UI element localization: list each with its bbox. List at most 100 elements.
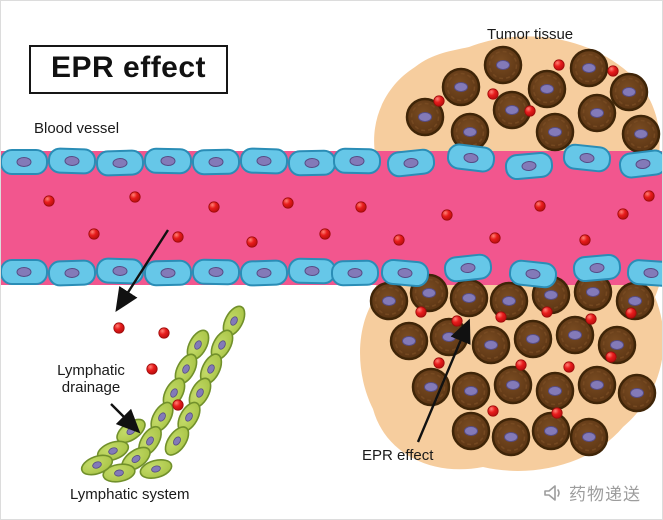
endothelial-cell (47, 147, 97, 175)
tumor-cell (492, 90, 532, 130)
tumor-cell (535, 371, 575, 411)
drug-nanoparticle (487, 88, 499, 100)
watermark-icon (544, 484, 560, 501)
drug-nanoparticle (433, 95, 445, 107)
tumor-cell (493, 365, 533, 405)
drug-nanoparticle (158, 327, 170, 339)
tumor-cell (577, 93, 617, 133)
endothelial-cell (572, 253, 622, 283)
drug-nanoparticle (208, 201, 220, 213)
lymph-cell (164, 426, 190, 456)
endothelial-cell (380, 258, 430, 288)
tumor-cell (449, 278, 489, 318)
endothelial-cell (239, 147, 289, 175)
lymph-cell (139, 459, 173, 479)
endothelial-cell (446, 143, 496, 173)
title-box: EPR effect (29, 45, 229, 94)
endothelial-cell (191, 258, 241, 286)
drug-nanoparticle (451, 315, 463, 327)
endothelial-cell (562, 143, 612, 173)
endothelial-cell (287, 149, 337, 177)
drug-nanoparticle (172, 399, 184, 411)
lymph-cell (102, 463, 136, 483)
endothelial-cell (239, 259, 289, 287)
tumor-cell (411, 367, 451, 407)
drug-nanoparticle (515, 359, 527, 371)
drug-nanoparticle (88, 228, 100, 240)
drug-nanoparticle (355, 201, 367, 213)
watermark-text: 药物递送 (569, 485, 641, 504)
drug-nanoparticle (113, 322, 125, 334)
tumor-cell (555, 315, 595, 355)
endothelial-cell (504, 151, 554, 181)
endothelial-cell (287, 257, 337, 285)
drug-nanoparticle (487, 405, 499, 417)
page-title: EPR effect (51, 51, 207, 84)
drug-nanoparticle (172, 231, 184, 243)
tumor-cell (531, 411, 571, 451)
tumor-cell (597, 325, 637, 365)
endothelial-cell (95, 149, 145, 177)
tumor-cell (527, 69, 567, 109)
drug-nanoparticle (129, 191, 141, 203)
tumor-cell (471, 325, 511, 365)
tumor-cell (450, 112, 490, 152)
drug-nanoparticle (625, 307, 637, 319)
drug-nanoparticle (282, 197, 294, 209)
tumor-cell (621, 114, 661, 154)
tumor-cell (617, 373, 657, 413)
endothelial-cell (191, 148, 241, 176)
endothelial-cell (1, 259, 48, 285)
drug-nanoparticle (643, 190, 655, 202)
lymphatic-drainage-label: Lymphatic drainage (57, 362, 125, 397)
endothelial-cell (1, 149, 48, 175)
drug-nanoparticle (415, 306, 427, 318)
drug-nanoparticle (551, 407, 563, 419)
drug-nanoparticle (489, 232, 501, 244)
tumor-cell (389, 321, 429, 361)
watermark: 药物递送 (542, 480, 641, 505)
drug-nanoparticle (553, 59, 565, 71)
tumor-cell (569, 417, 609, 457)
endothelial-cell (508, 259, 558, 289)
drug-nanoparticle (43, 195, 55, 207)
tumor-cell (577, 365, 617, 405)
tumor-cell (513, 319, 553, 359)
drug-nanoparticle (534, 200, 546, 212)
endothelial-cell (143, 147, 193, 175)
endothelial-cell (330, 259, 380, 287)
drug-nanoparticle (393, 234, 405, 246)
drug-nanoparticle (563, 361, 575, 373)
drug-nanoparticle (585, 313, 597, 325)
lymph-cell (188, 377, 212, 409)
tumor-cell (489, 281, 529, 321)
drug-nanoparticle (541, 306, 553, 318)
drug-nanoparticle (579, 234, 591, 246)
tumor-cell (573, 272, 613, 312)
tumor-cell (405, 97, 445, 137)
drug-nanoparticle (146, 363, 158, 375)
annotation-arrow (416, 318, 471, 443)
tumor-cell (535, 112, 575, 152)
tumor-cell (451, 411, 491, 451)
endothelial-cell (95, 257, 145, 285)
endothelial-cell (618, 149, 662, 179)
drug-nanoparticle (617, 208, 629, 220)
annotation-arrow (110, 403, 141, 434)
endothelial-cell (143, 259, 193, 287)
tumor-tissue-label: Tumor tissue (487, 26, 574, 43)
drug-nanoparticle (607, 65, 619, 77)
drug-nanoparticle (495, 311, 507, 323)
lymphatic-system-label: Lymphatic system (70, 486, 190, 503)
endothelial-cell (626, 259, 662, 287)
tumor-cell (483, 45, 523, 85)
lymph-cell (174, 353, 198, 385)
tumor-cell (451, 371, 491, 411)
endothelial-cell (443, 253, 493, 283)
blood-vessel-label: Blood vessel (34, 120, 120, 137)
endothelial-cell (386, 148, 436, 178)
endothelial-cell (47, 259, 97, 287)
tumor-cell (369, 281, 409, 321)
tumor-cell (441, 67, 481, 107)
